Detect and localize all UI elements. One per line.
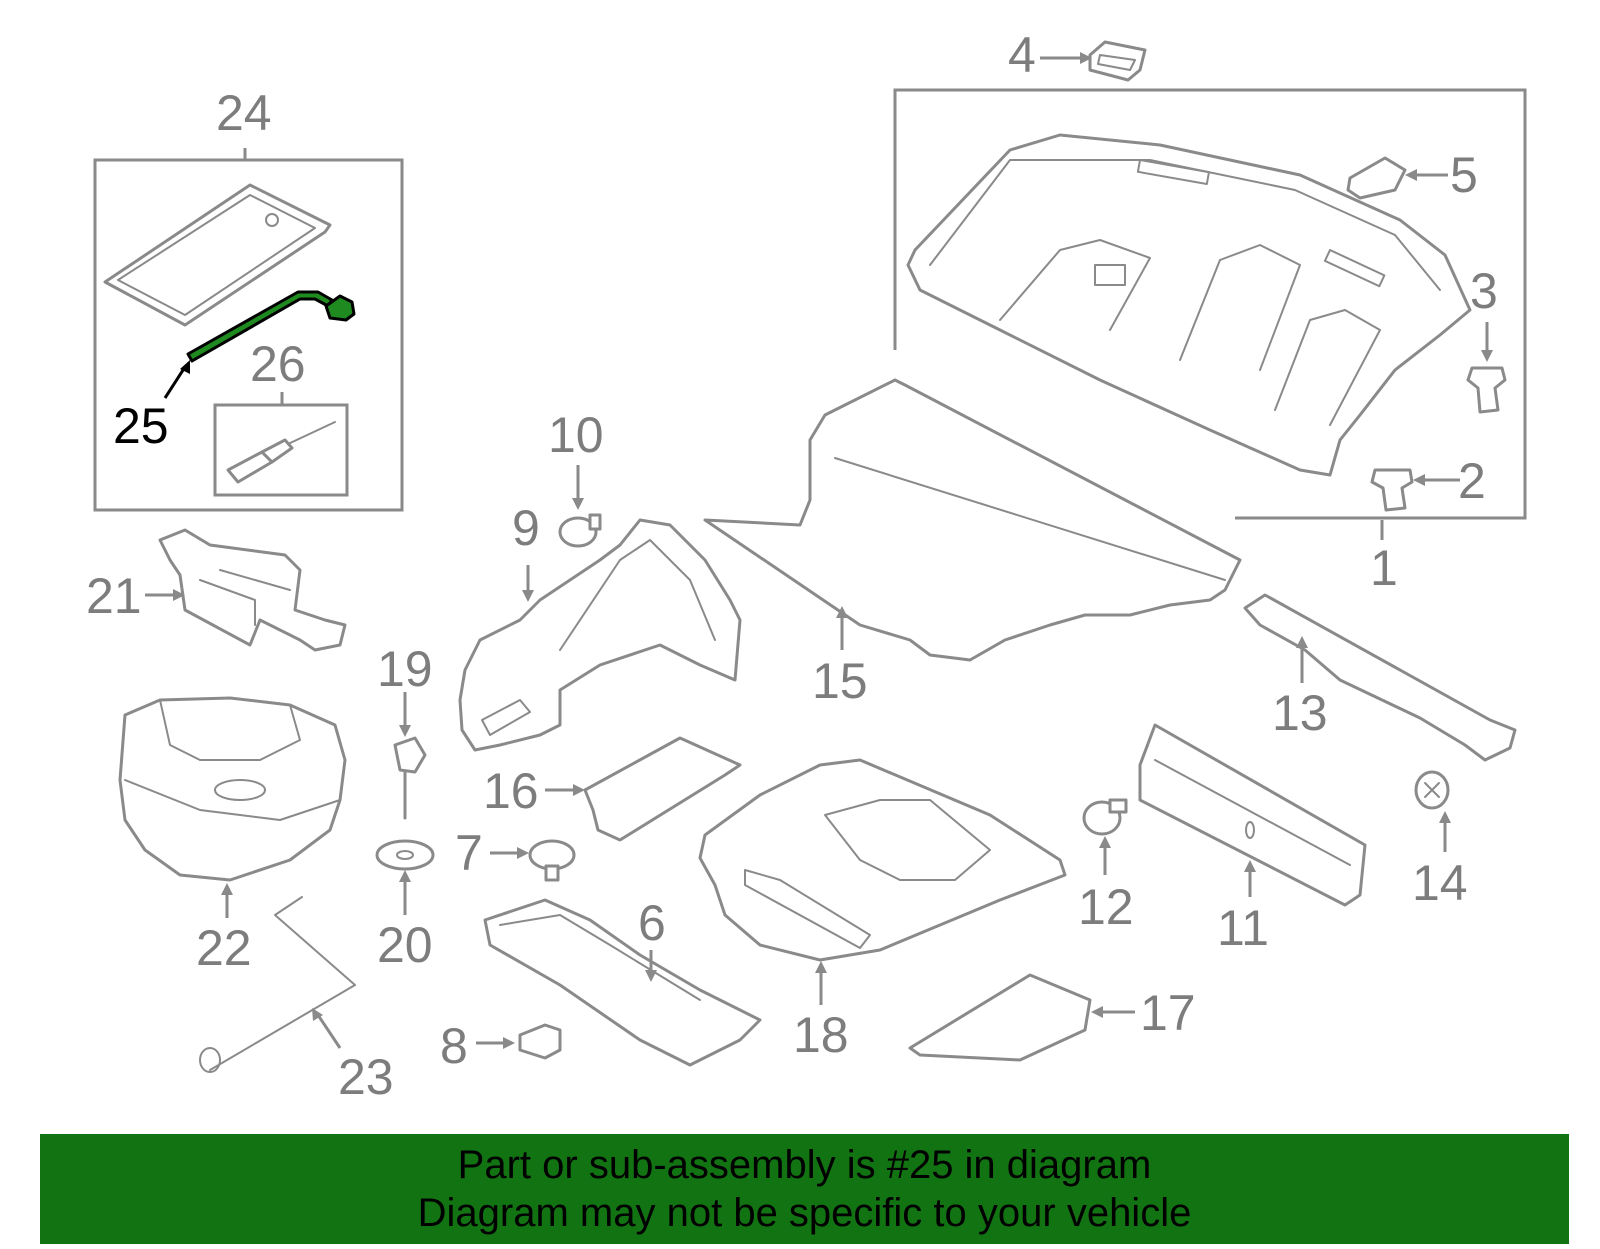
banner-line-2: Diagram may not be specific to your vehi…: [417, 1191, 1192, 1235]
tool-bag-part[interactable]: [103, 183, 332, 327]
label-15: 15: [812, 653, 868, 709]
label-3: 3: [1470, 263, 1498, 319]
label-1: 1: [1370, 540, 1398, 596]
tool-tray-part-22[interactable]: [118, 696, 347, 882]
jack-part-21[interactable]: [158, 528, 347, 652]
pin-part-7[interactable]: [528, 839, 576, 882]
label-14: 14: [1412, 855, 1468, 911]
shelf-box-1: [893, 88, 1527, 520]
label-18: 18: [793, 1007, 849, 1063]
label-22: 22: [196, 920, 252, 976]
clip-part-8[interactable]: [518, 1023, 562, 1060]
label-11: 11: [1217, 900, 1269, 956]
label-4: 4: [1008, 27, 1036, 83]
fastener-part-14[interactable]: [1414, 770, 1450, 810]
label-16: 16: [483, 763, 539, 819]
cover-part-5[interactable]: [1346, 156, 1407, 200]
label-13: 13: [1272, 685, 1328, 741]
label-26: 26: [250, 336, 306, 392]
label-8: 8: [440, 1018, 468, 1074]
panel-part-16[interactable]: [583, 736, 742, 842]
lug-wrench-part-25[interactable]: [186, 290, 356, 363]
label-21: 21: [86, 568, 142, 624]
label-7: 7: [455, 825, 483, 881]
label-17: 17: [1140, 985, 1196, 1041]
floor-board-part-15[interactable]: [703, 378, 1242, 662]
label-23: 23: [338, 1049, 394, 1105]
label-10: 10: [548, 407, 604, 463]
side-trim-part-9[interactable]: [458, 518, 742, 752]
sill-plate-part-11[interactable]: [1138, 723, 1367, 907]
label-9: 9: [512, 500, 540, 556]
bolt-part-19[interactable]: [393, 736, 427, 820]
banner-line-1: Part or sub-assembly is #25 in diagram: [457, 1143, 1152, 1187]
label-20: 20: [377, 917, 433, 973]
clip-part-3[interactable]: [1466, 366, 1507, 414]
kit-box-24: [93, 158, 404, 512]
label-19: 19: [377, 641, 433, 697]
panel-part-17[interactable]: [908, 973, 1092, 1062]
label-25: 25: [113, 398, 169, 454]
label-24: 24: [216, 85, 272, 141]
info-banner: Part or sub-assembly is #25 in diagram D…: [40, 1134, 1569, 1244]
clip-part-4[interactable]: [1088, 40, 1147, 82]
label-6: 6: [638, 895, 666, 951]
package-tray-part[interactable]: [906, 133, 1472, 477]
clip-part-2[interactable]: [1370, 468, 1414, 512]
plug-part-10[interactable]: [558, 513, 602, 548]
rod-part-23[interactable]: [199, 896, 356, 1073]
screwdriver-part[interactable]: [226, 421, 336, 484]
stopper-part-12[interactable]: [1082, 798, 1128, 836]
label-2: 2: [1458, 453, 1486, 509]
trunk-mat-part-18[interactable]: [698, 758, 1067, 962]
label-5: 5: [1450, 147, 1478, 203]
washer-part-20[interactable]: [375, 839, 435, 871]
label-12: 12: [1078, 879, 1134, 935]
